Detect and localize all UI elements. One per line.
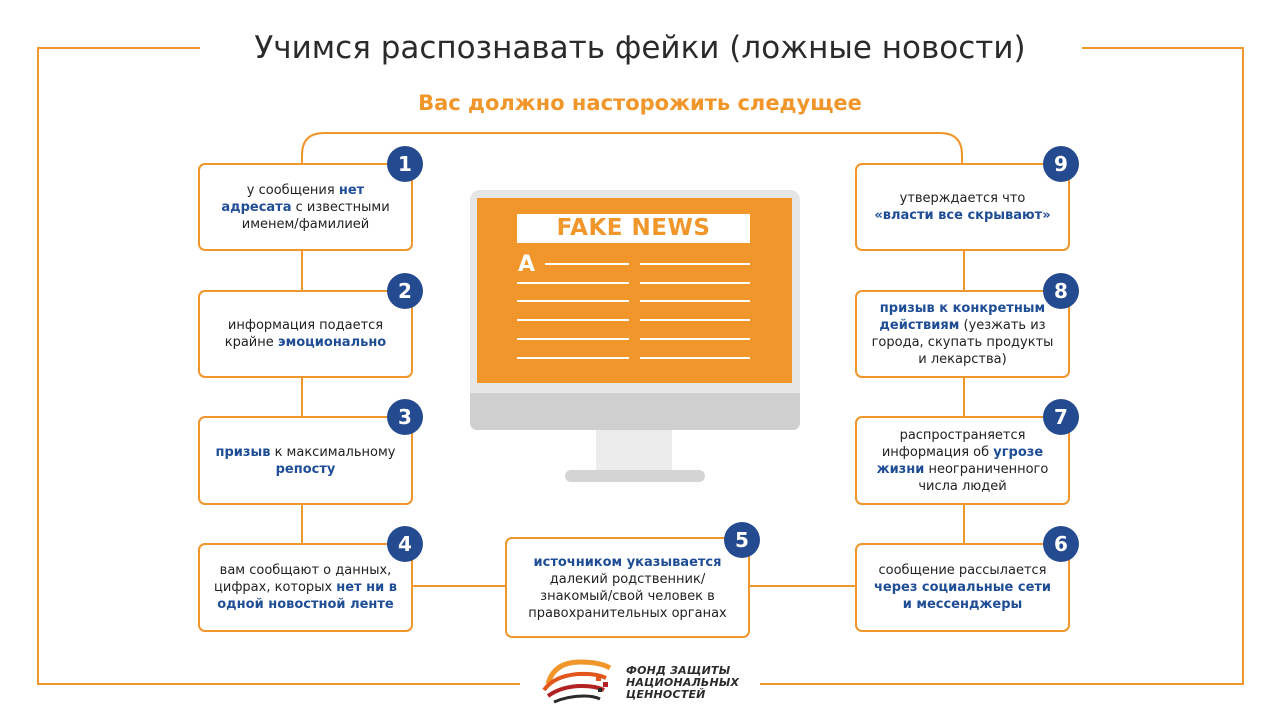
screen-letter: A (518, 252, 536, 277)
sign-text-highlight: призыв (215, 444, 271, 460)
sign-text-plain: к максимальному (270, 444, 396, 460)
sign-text-plain: вам сообщают о данных, цифрах, которых (214, 563, 392, 595)
screen-text-line (640, 282, 750, 284)
sign-text-highlight: призыв к конкретным действиям (879, 301, 1046, 333)
sign-text-highlight: нет ни в одной новостной ленте (217, 580, 397, 612)
sign-text-highlight: угрозе жизни (876, 444, 1044, 477)
number-badge-8: 8 (1043, 273, 1079, 309)
sign-text-highlight: источником указывается (533, 554, 722, 570)
foundation-logo-icon (542, 659, 612, 704)
sign-text: вам сообщают о данных, цифрах, которых н… (212, 562, 399, 613)
top-arc (301, 132, 963, 163)
sign-text-plain: далекий родственник/ знакомый/свой челов… (528, 571, 727, 621)
sign-text: призыв к конкретным действиям (уезжать и… (869, 300, 1056, 368)
fake-news-banner: FAKE NEWS (517, 214, 750, 243)
screen-text-line (640, 357, 750, 359)
logo-line: ФОНД ЗАЩИТЫ (626, 664, 731, 677)
sign-text: источником указывается далекий родственн… (515, 554, 740, 622)
screen-text-line (517, 319, 629, 321)
sign-text-plain: информация подается крайне (224, 318, 384, 350)
number-badge-2: 2 (387, 273, 423, 309)
sign-text-highlight: «власти все скрывают» (874, 208, 1051, 223)
sign-text: сообщение рассылается через социальные с… (869, 562, 1056, 613)
sign-text-plain: неограниченного числа людей (918, 461, 1049, 494)
sign-box-3: призыв к максимальному репосту (198, 416, 413, 505)
sign-text: распространяется информация об угрозе жи… (869, 427, 1056, 495)
sign-text: у сообщения нет адресата с известными им… (212, 182, 399, 233)
number-badge-1: 1 (387, 146, 423, 182)
number-badge-7: 7 (1043, 399, 1079, 435)
sign-box-6: сообщение рассылается через социальные с… (855, 543, 1070, 632)
sign-box-2: информация подается крайне эмоционально (198, 290, 413, 378)
sign-text: утверждается что «власти все скрывают» (869, 190, 1056, 224)
sign-text: информация подается крайне эмоционально (212, 317, 399, 351)
sign-text-plain: с известными именем/фамилией (241, 199, 390, 232)
screen-text-line (640, 319, 750, 321)
monitor-bottom-bezel (470, 393, 800, 430)
page-title: Учимся распознавать фейки (ложные новост… (200, 26, 1080, 70)
sign-box-9: утверждается что «власти все скрывают» (855, 163, 1070, 251)
sign-text-highlight: нет адресата (221, 182, 365, 215)
sign-text-plain: утверждается что (899, 191, 1026, 206)
number-badge-6: 6 (1043, 526, 1079, 562)
sign-text-plain: (уезжать из города, скупать продукты и л… (871, 318, 1054, 367)
sign-text-plain: у сообщения (246, 182, 339, 198)
number-badge-9: 9 (1043, 146, 1079, 182)
sign-box-8: призыв к конкретным действиям (уезжать и… (855, 290, 1070, 378)
sign-text-plain: распространяется информация об (881, 427, 1026, 460)
sign-box-5: источником указывается далекий родственн… (505, 537, 750, 638)
screen-text-line (517, 282, 629, 284)
screen-text-line (517, 338, 629, 340)
sign-box-7: распространяется информация об угрозе жи… (855, 416, 1070, 505)
sign-text-highlight: через социальные сети и мессенджеры (873, 580, 1052, 612)
logo-text: ФОНД ЗАЩИТЫ НАЦИОНАЛЬНЫХ ЦЕННОСТЕЙ (626, 665, 756, 701)
number-badge-3: 3 (387, 399, 423, 435)
sign-text-highlight: эмоционально (277, 335, 387, 350)
sign-text-highlight: репосту (275, 461, 336, 477)
sign-text: призыв к максимальному репосту (212, 444, 399, 478)
screen-text-line (640, 338, 750, 340)
monitor-neck (596, 430, 672, 472)
sign-text-plain: сообщение рассылается (878, 563, 1047, 578)
logo-line: ЦЕННОСТЕЙ (626, 688, 706, 701)
screen-text-line (517, 300, 629, 302)
screen-text-line (640, 263, 750, 265)
number-badge-5: 5 (724, 522, 760, 558)
logo-line: НАЦИОНАЛЬНЫХ (626, 676, 740, 689)
screen-text-line (640, 300, 750, 302)
number-badge-4: 4 (387, 526, 423, 562)
screen-text-line (517, 357, 629, 359)
page-subtitle: Вас должно насторожить следущее (418, 91, 862, 115)
sign-box-1: у сообщения нет адресата с известными им… (198, 163, 413, 251)
monitor-stand-base (565, 470, 705, 482)
sign-box-4: вам сообщают о данных, цифрах, которых н… (198, 543, 413, 632)
screen-text-line (545, 263, 629, 265)
